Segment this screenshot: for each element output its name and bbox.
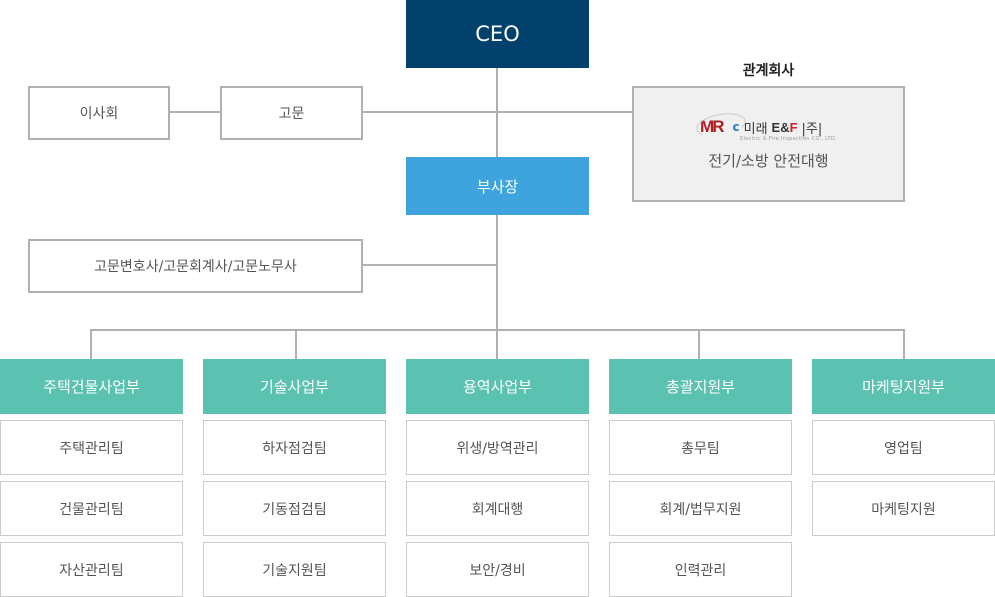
- team-name: 하자점검팀: [262, 440, 327, 457]
- team-name: 기술지원팀: [262, 562, 327, 579]
- department-name: 용역사업부: [462, 378, 532, 396]
- department-header: 기술사업부: [203, 359, 386, 414]
- department-header: 주택건물사업부: [0, 359, 183, 414]
- department-name: 총괄지원부: [665, 378, 735, 396]
- team-box: 기술지원팀: [203, 542, 386, 597]
- advisor-label: 고문: [278, 106, 305, 122]
- team-name: 위생/방역관리: [456, 440, 539, 457]
- logo-name: 미래: [743, 121, 768, 137]
- team-box: 보안/경비: [406, 542, 589, 597]
- department-name: 기술사업부: [259, 378, 329, 396]
- affiliate-description: 전기/소방 안전대행: [708, 152, 829, 170]
- connector-dept-2: [496, 329, 498, 359]
- connector-professionals: [362, 264, 497, 266]
- logo-suffix: |주|: [801, 121, 823, 137]
- team-box: 주택관리팀: [0, 420, 183, 475]
- team-box: 인력관리: [609, 542, 792, 597]
- team-box: 기동점검팀: [203, 481, 386, 536]
- vice-president-label: 부사장: [476, 177, 519, 196]
- team-name: 회계대행: [471, 501, 524, 518]
- advisory-professionals-node: 고문변호사/고문회계사/고문노무사: [28, 239, 363, 293]
- advisory-professionals-label: 고문변호사/고문회계사/고문노무사: [94, 259, 297, 275]
- connector-advisor-affiliate: [362, 111, 632, 113]
- team-name: 영업팀: [884, 440, 923, 457]
- team-name: 기동점검팀: [262, 501, 327, 518]
- team-box: 마케팅지원: [812, 481, 995, 536]
- affiliate-logo: MR c 미래 E&F |주| Electric & Fire Inspecti…: [694, 109, 837, 142]
- team-box: 회계대행: [406, 481, 589, 536]
- team-box: 위생/방역관리: [406, 420, 589, 475]
- connector-dept-3: [698, 329, 700, 359]
- department-header: 총괄지원부: [609, 359, 792, 414]
- team-name: 마케팅지원: [871, 501, 936, 518]
- vice-president-node: 부사장: [406, 157, 589, 215]
- connector-dept-4: [903, 329, 905, 359]
- department-header: 마케팅지원부: [812, 359, 995, 414]
- team-name: 총무팀: [681, 440, 720, 457]
- connector-dept-0: [90, 329, 92, 359]
- team-name: 인력관리: [674, 562, 727, 579]
- team-box: 자산관리팀: [0, 542, 183, 597]
- team-name: 보안/경비: [469, 562, 526, 579]
- connector-dept-1: [295, 329, 297, 359]
- logo-mark: MR: [694, 109, 748, 141]
- affiliate-heading: 관계회사: [742, 63, 795, 79]
- logo-ef: E&F: [771, 119, 798, 135]
- team-name: 자산관리팀: [59, 562, 124, 579]
- connector-board-advisor: [168, 111, 221, 113]
- board-label: 이사회: [79, 106, 119, 122]
- logo-dot-icon: c: [732, 120, 740, 134]
- advisor-node: 고문: [220, 86, 363, 140]
- department-name: 주택건물사업부: [43, 378, 140, 396]
- department-name: 마케팅지원부: [862, 378, 945, 396]
- team-box: 건물관리팀: [0, 481, 183, 536]
- team-box: 총무팀: [609, 420, 792, 475]
- team-name: 건물관리팀: [59, 501, 124, 518]
- ceo-label: CEO: [475, 22, 520, 46]
- team-box: 영업팀: [812, 420, 995, 475]
- affiliate-node: MR c 미래 E&F |주| Electric & Fire Inspecti…: [632, 86, 905, 202]
- ceo-node: CEO: [406, 0, 589, 68]
- team-name: 주택관리팀: [59, 440, 124, 457]
- team-name: 회계/법무지원: [659, 501, 742, 518]
- department-header: 용역사업부: [406, 359, 589, 414]
- team-box: 하자점검팀: [203, 420, 386, 475]
- logo-subtitle: Electric & Fire Inspection CO., LTD.: [740, 136, 837, 142]
- board-node: 이사회: [28, 86, 170, 140]
- team-box: 회계/법무지원: [609, 481, 792, 536]
